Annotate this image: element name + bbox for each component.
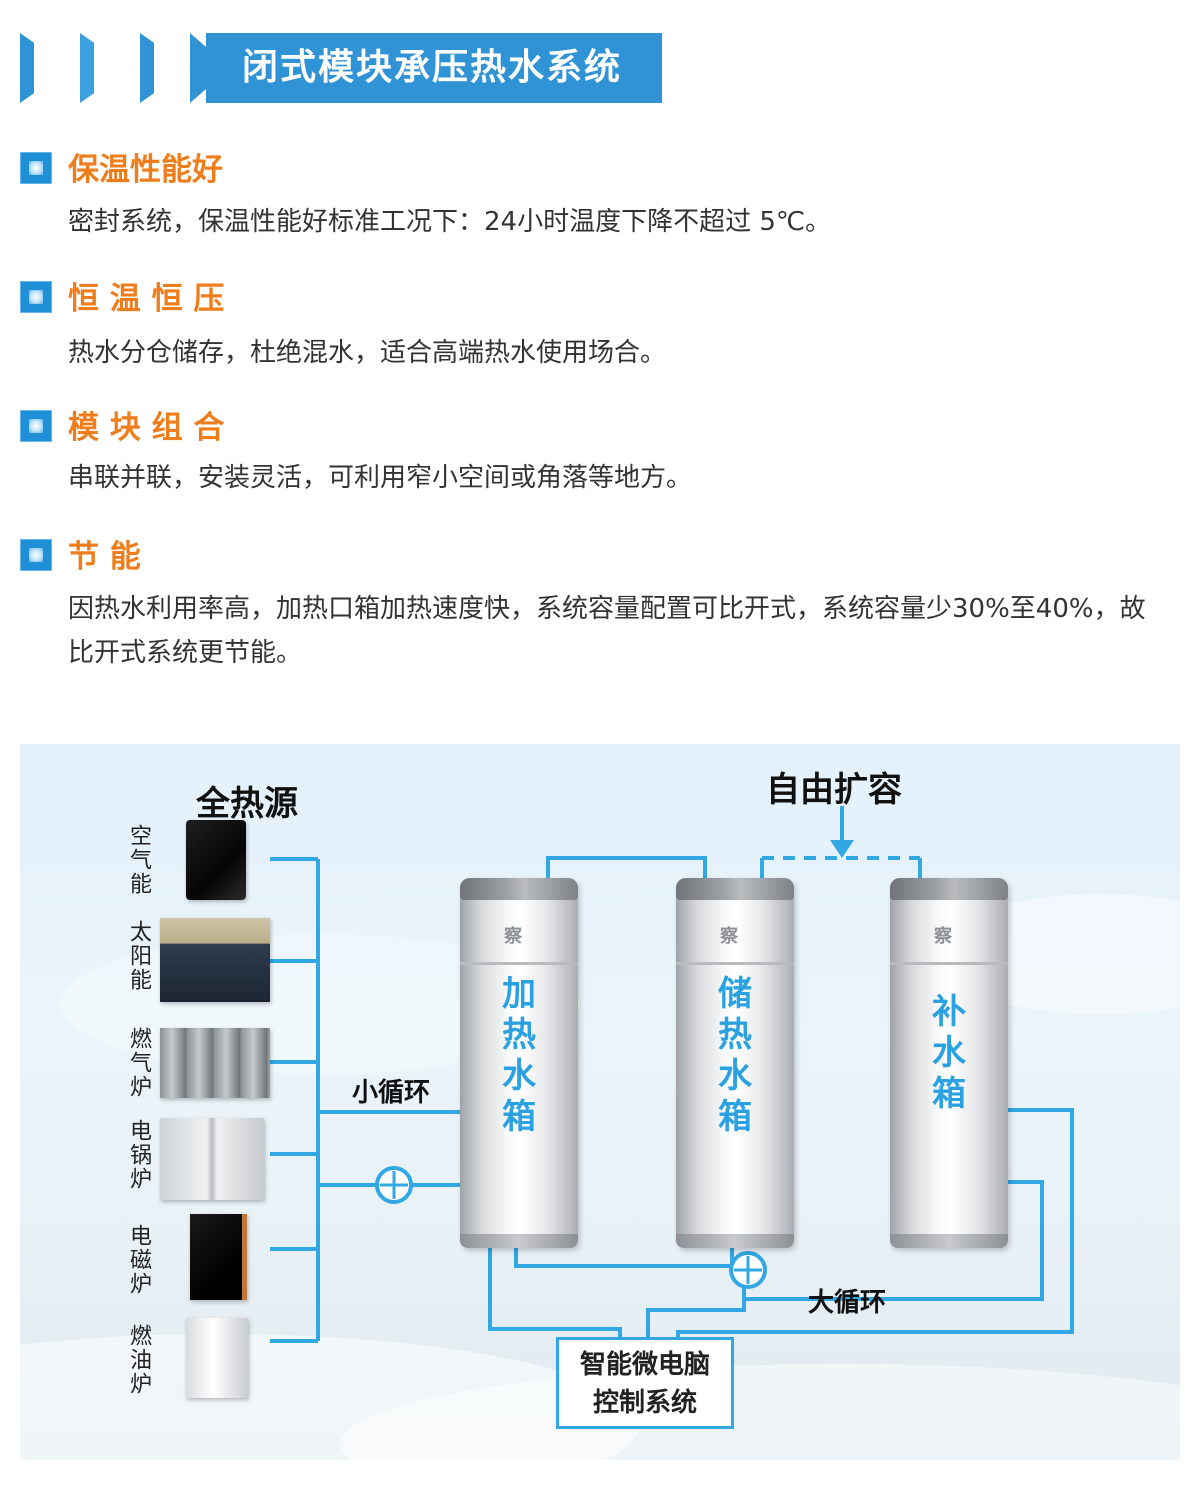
chevron-gap xyxy=(34,33,70,103)
feature-desc: 串联并联，安装灵活，可利用窄小空间或角落等地方。 xyxy=(68,463,693,493)
banner-arrow xyxy=(190,33,230,103)
pump-icon xyxy=(375,1166,413,1204)
storage-tank: 察 储热水箱 xyxy=(676,878,794,1248)
feature-title: 恒 温 恒 压 xyxy=(68,281,225,317)
tank-foot xyxy=(460,1234,578,1248)
feature-desc: 密封系统，保温性能好标准工况下：24小时温度下降不超过 5℃。 xyxy=(68,207,832,237)
tank-band xyxy=(460,962,578,965)
chevron-gap xyxy=(94,33,130,103)
square-bullet-icon xyxy=(20,281,52,313)
electric-boiler-image xyxy=(160,1118,264,1200)
banner-bar xyxy=(206,33,662,103)
heat-source-label: 太阳能 xyxy=(126,920,151,992)
feature-title: 模 块 组 合 xyxy=(68,410,225,446)
chevron-gap xyxy=(154,33,190,103)
expansion-label: 自由扩容 xyxy=(766,770,902,810)
controller-line-1: 智能微电脑 xyxy=(579,1350,710,1380)
tank-foot xyxy=(890,1234,1008,1248)
heat-source-title: 全热源 xyxy=(196,784,298,824)
induction-heater-image xyxy=(190,1214,247,1300)
tank-band xyxy=(890,962,1008,965)
tank-cap xyxy=(890,878,1008,900)
heat-source-label: 电锅炉 xyxy=(126,1119,151,1191)
heat-source-label: 空气能 xyxy=(126,824,151,896)
heat-source-label: 燃气炉 xyxy=(126,1027,151,1099)
page-title: 闭式模块承压热水系统 xyxy=(242,47,623,88)
heating-tank: 察 加热水箱 xyxy=(460,878,578,1248)
air-energy-unit-image xyxy=(186,820,246,900)
brand-logo: 察 xyxy=(934,926,952,947)
gas-boiler-image xyxy=(160,1028,270,1098)
square-bullet-icon xyxy=(20,152,52,184)
feature-desc: 因热水利用率高，加热口箱加热速度快，系统容量配置可比开式，系统容量少30%至40… xyxy=(68,594,1146,668)
big-loop-label: 大循环 xyxy=(808,1288,887,1318)
tank-band xyxy=(676,962,794,965)
oil-boiler-image xyxy=(186,1318,248,1398)
system-diagram: 全热源 自由扩容 空气能 太阳能 燃气炉 电锅炉 电磁炉 燃油炉 察 加热水箱 … xyxy=(20,744,1180,1460)
heat-source-label: 燃油炉 xyxy=(126,1324,151,1396)
header-banner: 闭式模块承压热水系统 xyxy=(20,33,662,103)
small-loop-label: 小循环 xyxy=(352,1078,431,1108)
feature-title: 节 能 xyxy=(68,539,141,575)
tank-label: 加热水箱 xyxy=(502,974,536,1137)
tank-foot xyxy=(676,1234,794,1248)
square-bullet-icon xyxy=(20,410,52,442)
heat-source-label: 电磁炉 xyxy=(126,1224,151,1296)
controller-box: 智能微电脑 控制系统 xyxy=(556,1337,734,1429)
makeup-tank: 察 补水箱 xyxy=(890,878,1008,1248)
controller-line-2: 控制系统 xyxy=(592,1388,697,1418)
pump-icon xyxy=(729,1251,767,1289)
feature-title: 保温性能好 xyxy=(68,152,223,188)
brand-logo: 察 xyxy=(504,926,522,947)
tank-cap xyxy=(460,878,578,900)
tank-label: 补水箱 xyxy=(932,992,966,1114)
square-bullet-icon xyxy=(20,539,52,571)
solar-panel-image xyxy=(160,918,270,1002)
feature-desc: 热水分仓储存，杜绝混水，适合高端热水使用场合。 xyxy=(68,338,667,368)
tank-label: 储热水箱 xyxy=(718,974,752,1137)
tank-cap xyxy=(676,878,794,900)
brand-logo: 察 xyxy=(720,926,738,947)
